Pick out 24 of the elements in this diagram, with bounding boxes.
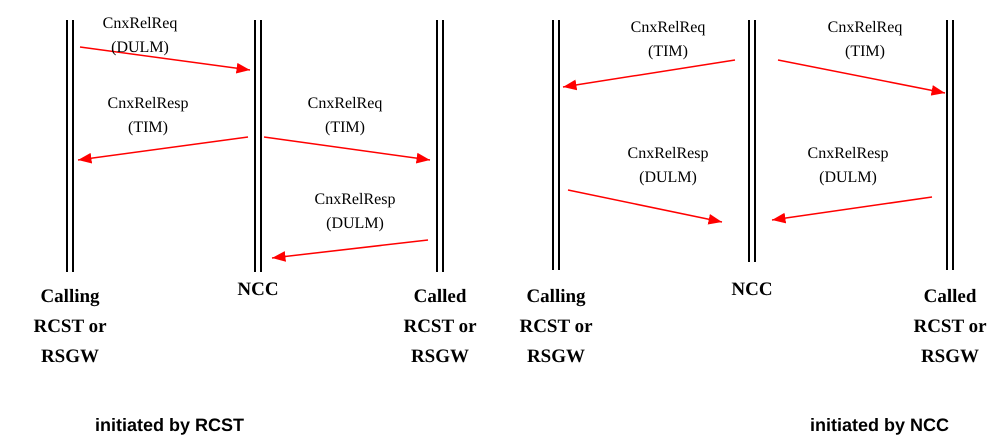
- participant-label: Called RCST or RSGW: [912, 285, 988, 369]
- message-label: CnxRelReq (TIM): [826, 18, 904, 62]
- participant-label: NCC: [730, 278, 774, 302]
- message-label: CnxRelResp (DULM): [626, 144, 710, 188]
- message-arrow: [78, 136, 248, 164]
- message-label: CnxRelResp (DULM): [314, 190, 396, 234]
- participant-label: Called RCST or RSGW: [402, 285, 478, 369]
- message-arrow: [772, 196, 932, 224]
- message-arrow: [272, 239, 428, 262]
- message-arrow: [562, 59, 736, 90]
- message-arrow: [264, 136, 430, 164]
- participant-label: NCC: [236, 278, 280, 302]
- message-label: CnxRelReq (TIM): [306, 94, 384, 138]
- message-arrow: [80, 46, 250, 74]
- participant-label: Calling RCST or RSGW: [518, 285, 594, 369]
- caption-text: initiated by RCST: [95, 415, 244, 436]
- message-label: CnxRelReq (DULM): [102, 14, 178, 58]
- message-label: CnxRelReq (TIM): [630, 18, 706, 62]
- message-arrow: [778, 59, 946, 96]
- caption-text: initiated by NCC: [810, 415, 950, 436]
- message-label: CnxRelResp (TIM): [106, 94, 190, 138]
- message-label: CnxRelResp (DULM): [806, 144, 890, 188]
- message-arrow: [568, 189, 722, 225]
- participant-label: Calling RCST or RSGW: [32, 285, 108, 369]
